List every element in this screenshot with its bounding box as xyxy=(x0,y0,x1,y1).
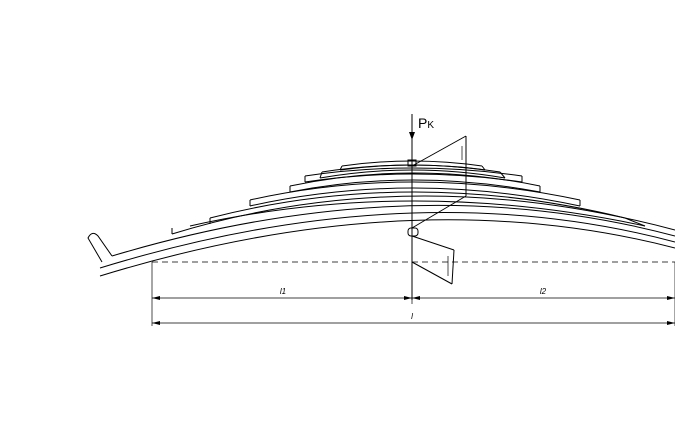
leaf-5 xyxy=(249,187,581,207)
dim-label-l1: l1 xyxy=(280,287,286,296)
leaf-7-top xyxy=(304,167,523,177)
dimension-lines xyxy=(151,262,675,326)
load-label: PK xyxy=(418,115,434,131)
leaf-4-top xyxy=(209,191,626,219)
deflection-diagram-upper xyxy=(411,135,467,229)
leaf-7 xyxy=(304,173,523,183)
leaf-main-bottom xyxy=(99,219,675,277)
dim-label-l: l xyxy=(411,312,413,321)
dim-label-l2: l2 xyxy=(540,287,547,296)
spring-eye-hook xyxy=(87,232,113,263)
leaf-6 xyxy=(289,179,541,193)
leaf-2 xyxy=(111,204,675,257)
deflection-diagram-lower xyxy=(411,235,455,285)
leaf-main-top xyxy=(99,212,675,269)
load-arrow xyxy=(409,114,415,140)
leaf-4 xyxy=(189,200,646,227)
spring-leaves xyxy=(99,160,675,277)
